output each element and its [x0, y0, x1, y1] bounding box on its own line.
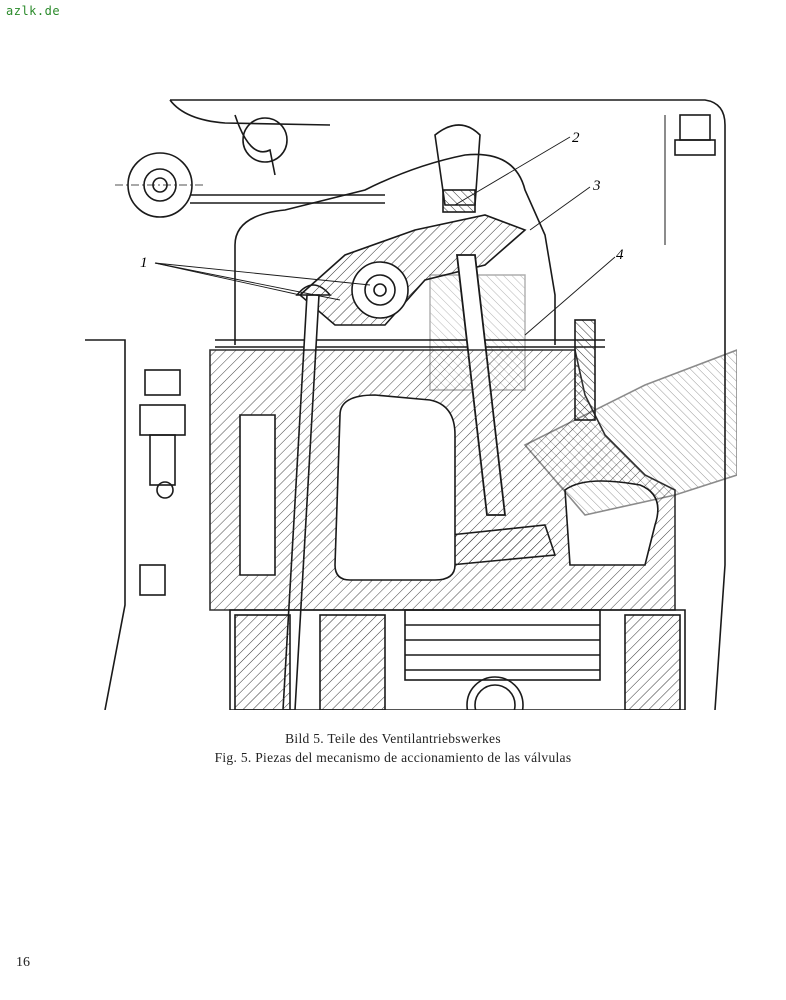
valve-mechanism-drawing: 1 2 3 4: [85, 99, 737, 710]
callout-label-4: 4: [616, 247, 624, 263]
figure-caption-spanish: Fig. 5. Piezas del mecanismo de accionam…: [214, 750, 572, 765]
callout-label-1: 1: [140, 255, 148, 271]
watermark-logo: azlk.de: [6, 4, 61, 18]
figure-caption-german: Bild 5. Teile des Ventilantriebswerkes: [285, 731, 501, 746]
callout-label-2: 2: [572, 130, 580, 146]
callout-label-3: 3: [592, 178, 601, 194]
page-number: 16: [16, 955, 30, 970]
